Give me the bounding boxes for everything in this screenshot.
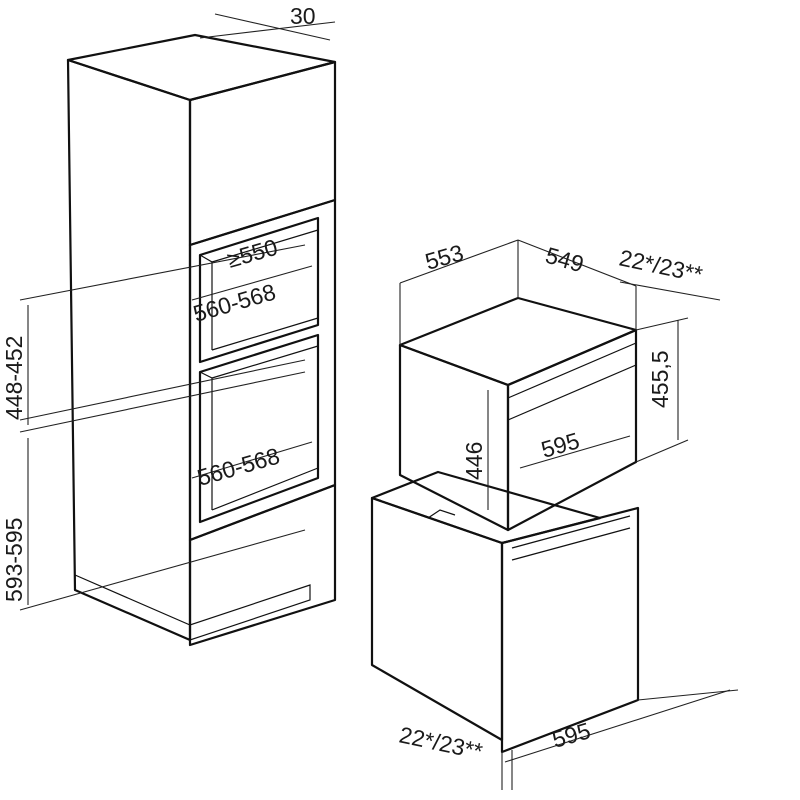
label-upper-niche-height: 448-452 bbox=[1, 336, 27, 420]
lower-appliance-side bbox=[370, 496, 504, 742]
cabinet-side-face bbox=[66, 58, 192, 642]
label-niche-depth: ≥550 bbox=[224, 234, 280, 273]
label-lower-width: 595 bbox=[549, 717, 593, 753]
label-appliance-body-depth: 549 bbox=[543, 242, 587, 278]
cabinet-top-face bbox=[66, 33, 337, 102]
label-niche-front-height: 446 bbox=[461, 442, 487, 480]
label-appliance-depth: 553 bbox=[422, 239, 466, 275]
label-upper-width: 595 bbox=[538, 427, 582, 463]
upper-appliance-top bbox=[398, 296, 638, 387]
upper-niche-opening bbox=[198, 216, 320, 364]
label-lower-niche-height: 593-595 bbox=[1, 518, 27, 602]
cabinet-front-top-panel bbox=[188, 60, 337, 247]
label-upper-front-thickness: 22*/23** bbox=[617, 244, 705, 287]
label-cabinet-depth-top: 30 bbox=[290, 3, 316, 29]
appliance-dimension-lines bbox=[399, 239, 739, 790]
lower-niche-opening bbox=[198, 333, 320, 524]
cabinet-dimension-lines bbox=[19, 13, 336, 611]
cabinet-front-bottom-panel bbox=[188, 483, 337, 647]
label-lower-front-thickness: 22*/23** bbox=[397, 721, 485, 764]
label-lower-niche-width: 560-568 bbox=[194, 443, 282, 491]
label-appliance-height: 455,5 bbox=[647, 350, 673, 408]
tall-cabinet bbox=[66, 33, 337, 647]
lower-appliance-top bbox=[370, 470, 602, 545]
upper-appliance-side bbox=[398, 343, 510, 532]
label-upper-niche-width: 560-568 bbox=[190, 279, 278, 327]
lower-appliance bbox=[370, 470, 640, 754]
